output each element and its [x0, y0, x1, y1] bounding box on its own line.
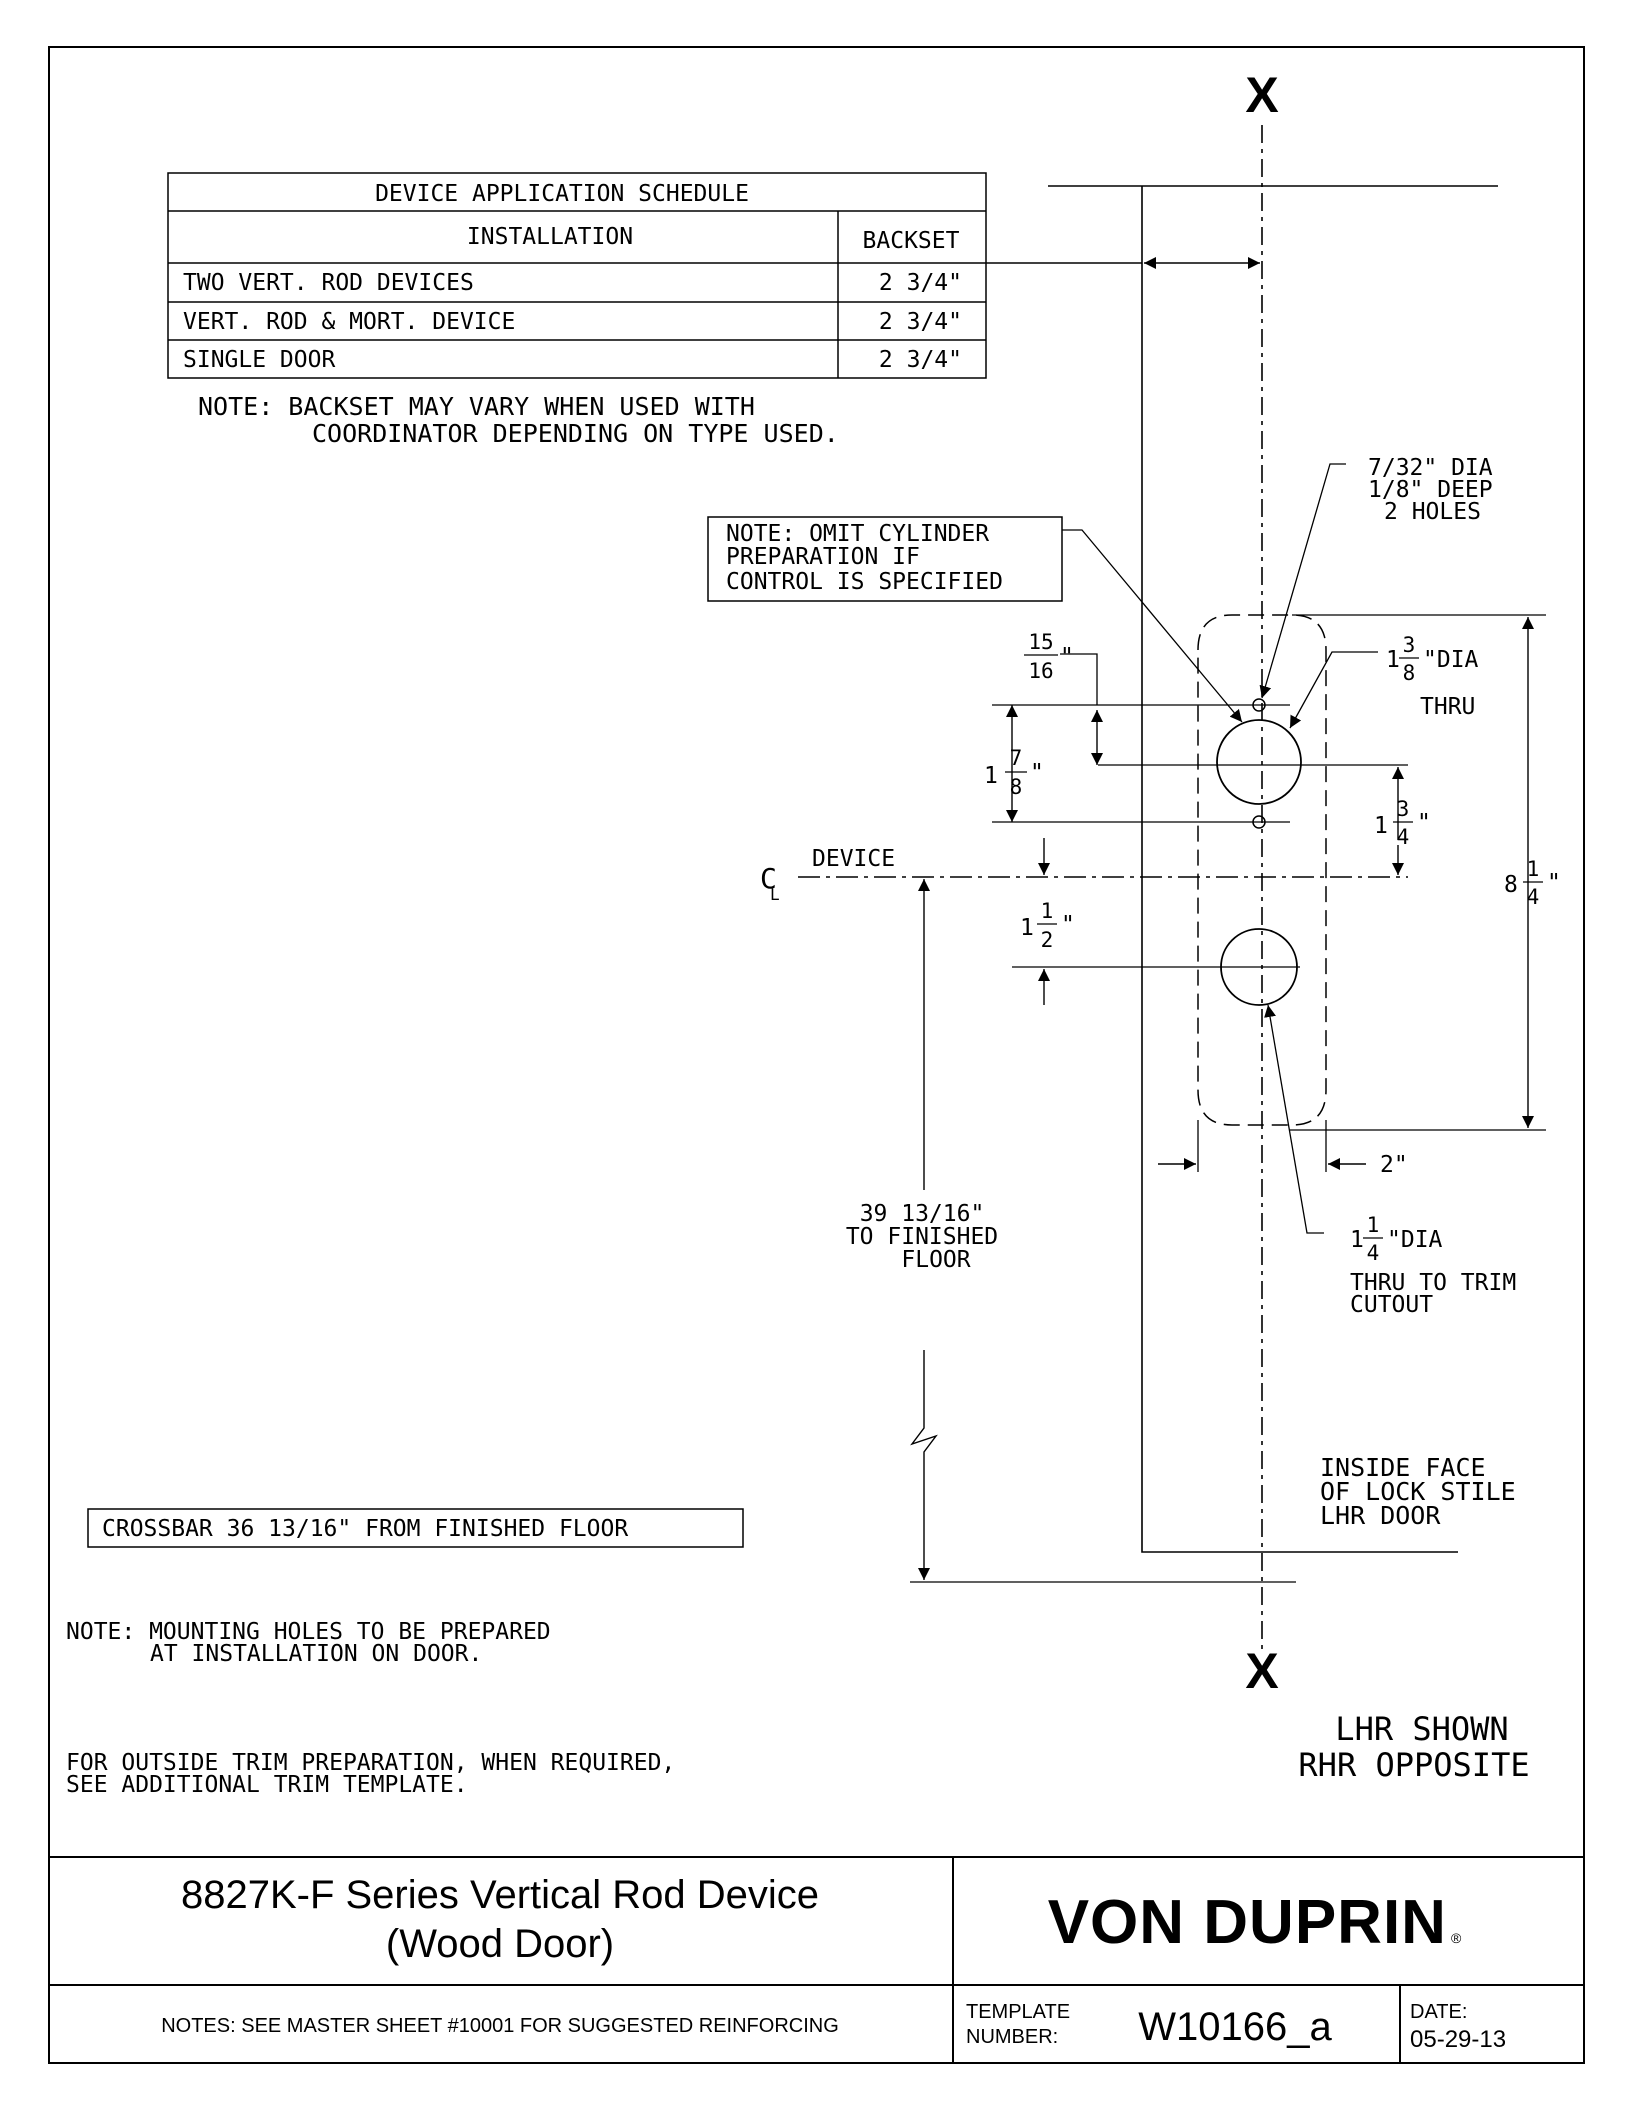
dim-1-3-4-num: 3 — [1397, 797, 1410, 821]
dim-8-1-4-whole: 8 — [1504, 872, 1518, 898]
crossbar-note: CROSSBAR 36 13/16" FROM FINISHED FLOOR — [102, 1516, 628, 1542]
section-mark-bottom: X — [1245, 1643, 1278, 1699]
dim-1-3-4-den: 4 — [1397, 825, 1410, 849]
stile-label-line3: LHR DOOR — [1320, 1501, 1441, 1530]
dim-1-3-4-whole: 1 — [1374, 813, 1388, 839]
dim-1-1-2-suffix: " — [1061, 912, 1075, 938]
dim-1-1-2-num: 1 — [1041, 899, 1054, 923]
schedule-title: DEVICE APPLICATION SCHEDULE — [375, 181, 749, 207]
stile-label-line2: OF LOCK STILE — [1320, 1477, 1516, 1506]
registered-mark: ® — [1451, 1930, 1462, 1946]
cylinder-hole-leader — [1289, 651, 1378, 729]
dim-8-1-4-den: 4 — [1527, 885, 1540, 909]
floor-dim-line1: 39 13/16" — [860, 1201, 985, 1227]
dim-2-label: 2" — [1380, 1152, 1408, 1178]
omit-cylinder-note-line1: NOTE: OMIT CYLINDER — [726, 521, 989, 547]
mounting-note-line1: NOTE: MOUNTING HOLES TO BE PREPARED — [66, 1619, 551, 1645]
schedule-row-backset: 2 3/4" — [879, 309, 962, 335]
dim-15-16-suffix: " — [1060, 644, 1074, 670]
drawing-title-line1: 8827K-F Series Vertical Rod Device — [181, 1873, 819, 1917]
drawing-title-line2: (Wood Door) — [386, 1922, 614, 1966]
lower-hole-line2: THRU TO TRIM — [1350, 1270, 1516, 1296]
mounting-note-line2: AT INSTALLATION ON DOOR. — [150, 1641, 482, 1667]
cylinder-hole — [1216, 719, 1302, 805]
crossbar-note-box — [87, 1508, 744, 1548]
lower-hole-leader — [1264, 1004, 1324, 1234]
lower-hole-whole: 1 — [1350, 1227, 1364, 1253]
small-holes-callout-line2: 1/8" DEEP — [1368, 477, 1493, 503]
omit-cylinder-note-box — [707, 516, 1063, 602]
trim-note-line2: SEE ADDITIONAL TRIM TEMPLATE. — [66, 1772, 468, 1798]
schedule-row-installation: VERT. ROD & MORT. DEVICE — [183, 309, 515, 335]
schedule-row-installation: TWO VERT. ROD DEVICES — [183, 270, 474, 296]
dim-15-16-den: 16 — [1028, 659, 1053, 683]
trim-outline — [1197, 614, 1327, 1126]
dim-1-7-8-den: 8 — [1010, 775, 1023, 799]
section-mark-top: X — [1245, 67, 1278, 123]
template-number: W10166_a — [1138, 2005, 1332, 2049]
dim-floor-break — [910, 1350, 938, 1498]
dim-1-7-8-num: 7 — [1010, 746, 1023, 770]
schedule-row-installation: SINGLE DOOR — [183, 347, 335, 373]
lower-hole-den: 4 — [1367, 1241, 1380, 1265]
omit-cylinder-note-line2: PREPARATION IF — [726, 544, 920, 570]
dim-1-1-2-den: 2 — [1041, 928, 1054, 952]
lower-hole-num: 1 — [1367, 1213, 1380, 1237]
centerline-device-label: DEVICE — [812, 846, 895, 872]
cylinder-hole-num: 3 — [1403, 633, 1416, 657]
floor-dim-line2: TO FINISHED — [846, 1224, 998, 1250]
schedule-row-backset: 2 3/4" — [879, 347, 962, 373]
cylinder-hole-suffix: "DIA — [1423, 647, 1479, 673]
backset-note-line2: COORDINATOR DEPENDING ON TYPE USED. — [312, 419, 839, 448]
von-duprin-logo: VON DUPRIN® — [1048, 1888, 1463, 1957]
stile-label-line1: INSIDE FACE — [1320, 1453, 1486, 1482]
lower-hole-suffix: "DIA — [1387, 1227, 1443, 1253]
sheet-border — [48, 46, 1585, 2064]
title-block-notes: NOTES: SEE MASTER SHEET #10001 FOR SUGGE… — [161, 2015, 839, 2037]
trim-note-line1: FOR OUTSIDE TRIM PREPARATION, WHEN REQUI… — [66, 1750, 675, 1776]
backset-note-line1: NOTE: BACKSET MAY VARY WHEN USED WITH — [198, 392, 755, 421]
centerline-symbol-c: C — [760, 862, 777, 895]
lower-hole-line3: CUTOUT — [1350, 1292, 1433, 1318]
schedule-header-installation: INSTALLATION — [467, 224, 633, 250]
date-value: 05-29-13 — [1410, 2026, 1506, 2053]
device-application-schedule — [167, 172, 987, 379]
cylinder-hole-whole: 1 — [1386, 647, 1400, 673]
cylinder-hole-den: 8 — [1403, 661, 1416, 685]
template-number-label-line2: NUMBER: — [966, 2026, 1058, 2048]
dim-8-1-4-num: 1 — [1527, 857, 1540, 881]
dim-1-3-4-suffix: " — [1417, 810, 1431, 836]
small-holes-leader — [1259, 463, 1346, 699]
small-holes-callout-line1: 7/32" DIA — [1368, 455, 1493, 481]
schedule-header-backset: BACKSET — [863, 228, 960, 254]
handing-line1: LHR SHOWN — [1335, 1710, 1508, 1748]
dim-15-16-leader — [1060, 653, 1098, 705]
dim-1-7-8-suffix: " — [1030, 760, 1044, 786]
small-holes-callout-line3: 2 HOLES — [1384, 499, 1481, 525]
floor-dim-line3: FLOOR — [901, 1247, 970, 1273]
cylinder-hole-thru: THRU — [1420, 694, 1475, 720]
centerline-symbol-l: L — [770, 885, 780, 904]
schedule-row-backset: 2 3/4" — [879, 270, 962, 296]
template-number-label-line1: TEMPLATE — [966, 2001, 1070, 2023]
dim-15-16-num: 15 — [1028, 630, 1053, 654]
extension-lines — [910, 614, 1546, 1583]
title-block — [49, 1856, 1584, 2063]
dim-8-1-4-suffix: " — [1547, 870, 1561, 896]
omit-cylinder-leader — [1062, 529, 1243, 723]
omit-cylinder-note-line3: CONTROL IS SPECIFIED — [726, 569, 1003, 595]
date-label: DATE: — [1410, 2001, 1467, 2023]
dim-1-1-2-whole: 1 — [1020, 915, 1034, 941]
lock-stile-inside-face — [1141, 186, 1458, 1553]
handing-line2: RHR OPPOSITE — [1298, 1746, 1529, 1784]
dim-1-7-8-whole: 1 — [984, 763, 998, 789]
